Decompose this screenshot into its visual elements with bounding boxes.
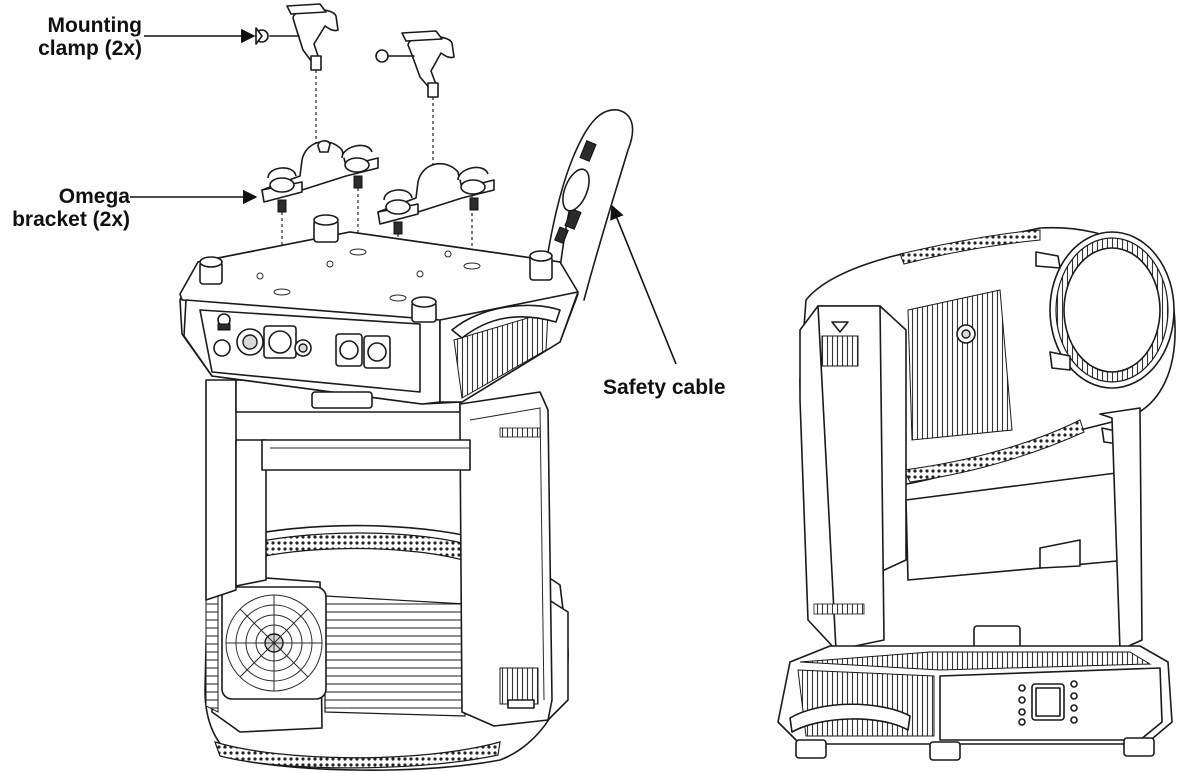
base-side-fins [453,311,549,399]
head-side-fins-left [205,589,219,713]
fixture-left [179,214,579,771]
control-panel [1018,680,1078,726]
head-side-fins-right [907,289,1013,441]
omega-bracket-left [261,140,379,213]
safety-cable-arrow-icon [610,204,677,365]
chauvet-badge-left [499,667,539,709]
fixture-right [777,226,1176,761]
fan-icon [221,586,327,700]
mounting-clamp-label: Mounting clamp (2x) [20,14,142,60]
lens-icon [1049,231,1175,389]
mounting-clamp-left [255,3,339,71]
head-top-grille-right [899,229,1041,265]
mounting-clamp-label-line2: clamp (2x) [38,37,142,60]
mounting-holes [256,248,481,302]
chauvet-badge-right [821,321,859,367]
connector-panel [199,309,421,393]
omega-bracket-right [377,162,495,235]
omega-bracket-label: Omega bracket (2x) [8,185,130,231]
head-bottom-grille [214,741,501,769]
omega-bracket-label-line1: Omega [58,185,130,208]
omega-bracket-label-line2: bracket (2x) [12,208,130,231]
mounting-clamp-right [375,30,455,98]
safety-cable [539,109,634,301]
mounting-clamp-label-line1: Mounting [47,14,142,37]
yoke-vent-bottom [813,603,865,615]
yoke-vent-top [499,427,541,438]
base-side-fins-right [797,669,935,737]
safety-cable-label: Safety cable [603,376,726,399]
head-side-fins [324,595,466,717]
base-top-fins-right [799,651,1152,671]
head-bottom-grille-right [903,419,1085,483]
